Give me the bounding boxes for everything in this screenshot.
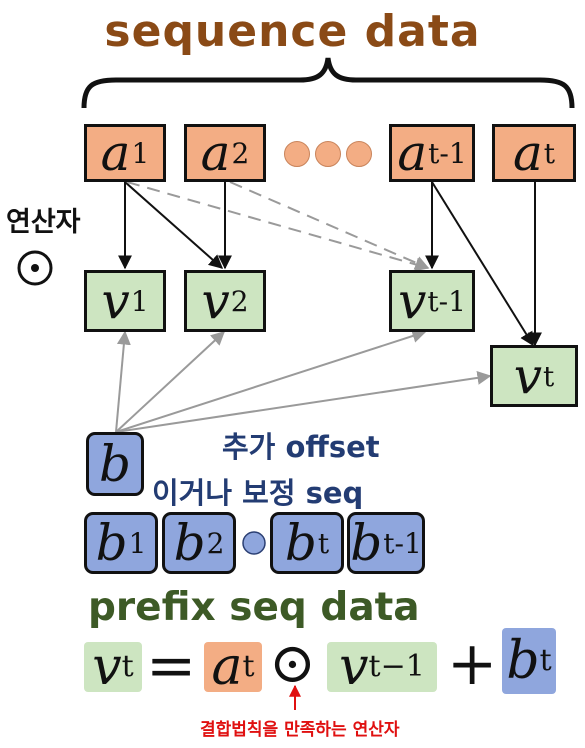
output-subscript: t-1 — [427, 284, 466, 318]
ellipsis-dot — [315, 141, 341, 167]
output-symbol: v — [398, 272, 427, 330]
odot-operator-icon — [17, 250, 53, 286]
equation-term-a-subscript: t — [242, 649, 255, 684]
equation-lhs-subscript: t — [121, 649, 134, 684]
offset-symbol: b — [95, 514, 128, 572]
offset-ellipsis-dot — [242, 531, 266, 555]
input-symbol: a — [200, 124, 231, 182]
offset-symbol: b — [173, 514, 206, 572]
operator-note: 결합법칙을 만족하는 연산자 — [200, 720, 400, 740]
arrow-at1-vt — [431, 181, 534, 347]
output-subscript: 1 — [130, 284, 149, 318]
operator-label: 연산자 — [6, 207, 81, 238]
output-symbol: v — [513, 347, 542, 405]
output-symbol: v — [201, 272, 230, 330]
sequence-brace — [81, 57, 575, 109]
output-subscript: 2 — [230, 284, 249, 318]
equation-lhs-symbol: v — [92, 637, 122, 697]
arrow-a1-v2 — [124, 181, 224, 269]
offset-subscript: t-1 — [383, 526, 422, 560]
offset-symbol: b — [98, 435, 131, 493]
input-subscript: 2 — [231, 136, 250, 170]
offset-note-line1: 추가 offset — [222, 430, 380, 464]
equation-plus: + — [447, 629, 498, 699]
equation-operator-icon: ⊙ — [269, 631, 316, 696]
offset-box-b: b — [86, 432, 144, 496]
equation-term-v-symbol: v — [339, 637, 369, 697]
offset-subscript: 2 — [206, 526, 225, 560]
offset-note-line2: 이거나 보정 seq — [152, 476, 364, 510]
arrow-b-vt — [115, 370, 492, 433]
arrow-b-v1 — [115, 330, 131, 433]
offset-symbol: b — [284, 514, 317, 572]
offset-subscript: 1 — [128, 526, 147, 560]
input-symbol: a — [100, 124, 131, 182]
input-subscript: t — [543, 136, 556, 170]
offset-subscript: t — [317, 526, 330, 560]
diagram-title: sequence data — [104, 6, 481, 57]
arrow-b-vt1 — [115, 329, 427, 433]
equation-term-b-subscript: t — [539, 643, 552, 678]
dashed-arrow-a2-vt1 — [229, 181, 430, 270]
offset-symbol: b — [350, 514, 383, 572]
input-symbol: a — [397, 124, 428, 182]
input-subscript: t-1 — [428, 136, 467, 170]
ellipsis-dot — [346, 141, 372, 167]
equation-term-a-symbol: a — [211, 637, 243, 697]
ellipsis-dot — [284, 141, 310, 167]
input-symbol: a — [512, 124, 543, 182]
equation-term-b-symbol: b — [506, 631, 540, 691]
arrow-b-v2 — [115, 331, 226, 433]
equation-equals: = — [146, 631, 197, 701]
prefix-label: prefix seq data — [88, 585, 420, 630]
output-symbol: v — [101, 272, 130, 330]
output-subscript: t — [542, 359, 555, 393]
equation-term-v-subscript: t−1 — [368, 649, 425, 684]
input-subscript: 1 — [131, 136, 150, 170]
dashed-arrow-a1-vt1 — [126, 181, 430, 272]
